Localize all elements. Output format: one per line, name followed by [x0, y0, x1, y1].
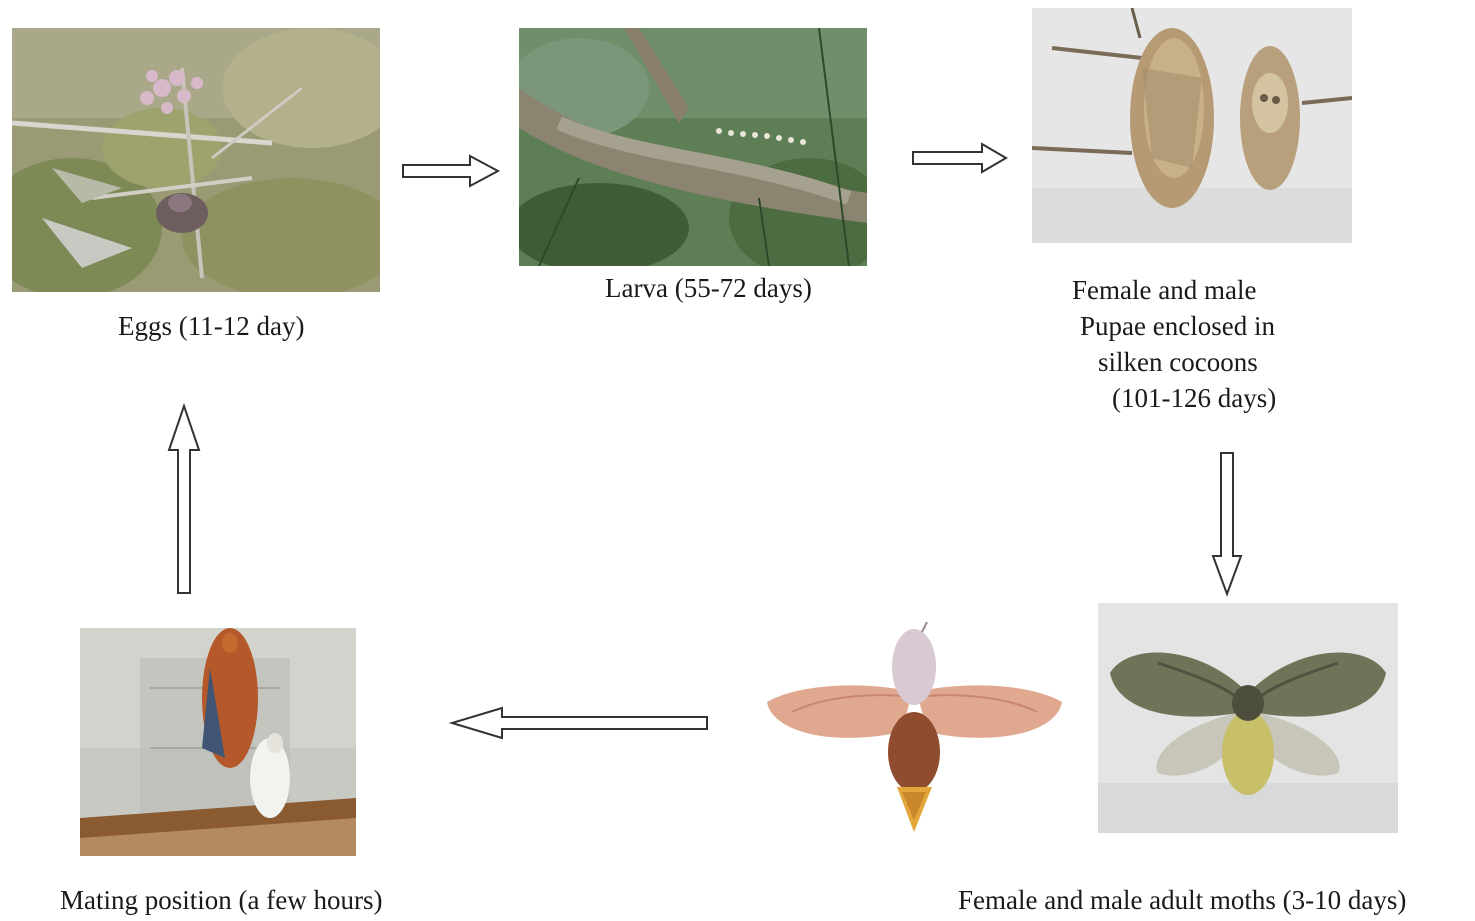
pupae-caption: Female and male Pupae enclosed in silken… [1060, 272, 1320, 416]
adult-moth-photo [1098, 603, 1398, 833]
adult-moths-caption: Female and male adult moths (3-10 days) [958, 882, 1406, 918]
larva-caption: Larva (55-72 days) [605, 270, 812, 306]
arrow-larva-to-pupae [912, 143, 1008, 173]
mating-photo [80, 628, 356, 856]
mating-caption: Mating position (a few hours) [60, 882, 382, 918]
male-moth-photo [762, 622, 1067, 832]
pupae-caption-line-2: Pupae enclosed in [1060, 308, 1320, 344]
pupae-photo [1032, 8, 1352, 243]
eggs-caption: Eggs (11-12 day) [118, 308, 304, 344]
larva-photo [519, 28, 867, 266]
eggs-photo [12, 28, 380, 292]
pupae-caption-line-4: (101-126 days) [1060, 380, 1320, 416]
pupae-caption-line-3: silken cocoons [1060, 344, 1320, 380]
pupae-caption-line-1: Female and male [1060, 272, 1320, 308]
arrow-eggs-to-larva [402, 155, 500, 187]
arrow-mating-to-eggs [168, 404, 200, 594]
arrow-adults-to-mating [450, 707, 708, 739]
arrow-pupae-to-adults [1212, 452, 1242, 596]
